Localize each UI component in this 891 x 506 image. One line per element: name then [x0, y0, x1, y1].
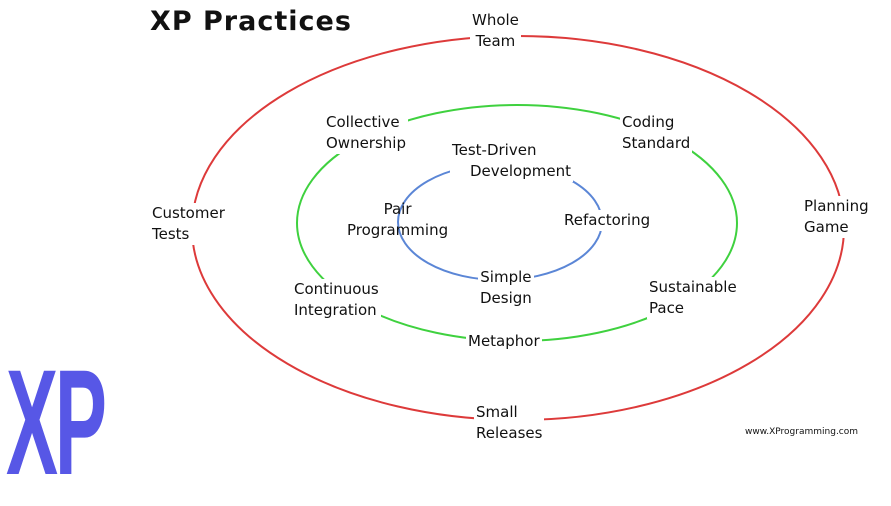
- practice-continuous-integration-line1: Continuous: [294, 280, 379, 298]
- practice-simple-design-line2: Design: [480, 289, 532, 307]
- practice-refactoring: Refactoring: [562, 210, 653, 231]
- diagram-title: XP Practices: [150, 6, 352, 37]
- practice-customer-tests-line2: Tests: [152, 225, 190, 243]
- practice-coding-standard-line1: Coding: [622, 113, 675, 131]
- practice-small-releases: Small Releases: [474, 402, 545, 444]
- practice-collective-ownership-line1: Collective: [326, 113, 400, 131]
- practice-simple-design-line1: Simple: [480, 268, 532, 286]
- practice-whole-team-line1: Whole: [472, 11, 519, 29]
- practice-collective-ownership-line2: Ownership: [326, 134, 406, 152]
- practice-planning-game-line1: Planning: [804, 197, 869, 215]
- practice-customer-tests: Customer Tests: [150, 203, 227, 245]
- practice-tdd-line2: Development: [470, 162, 571, 180]
- practice-customer-tests-line1: Customer: [152, 204, 225, 222]
- practice-coding-standard: Coding Standard: [620, 112, 693, 154]
- practice-continuous-integration-line2: Integration: [294, 301, 377, 319]
- xp-logo: XP: [6, 338, 107, 506]
- practice-pair-programming-line2: Programming: [347, 221, 449, 239]
- practice-simple-design: Simple Design: [478, 267, 534, 309]
- practice-planning-game: Planning Game: [802, 196, 871, 238]
- practice-sustainable-pace-line2: Pace: [649, 299, 685, 317]
- practice-small-releases-line1: Small: [476, 403, 518, 421]
- practice-test-driven-development: Test-Driven Development: [450, 140, 573, 182]
- practice-pair-programming: Pair Programming: [345, 199, 450, 241]
- practice-collective-ownership: Collective Ownership: [324, 112, 408, 154]
- credit-url: www.XProgramming.com: [745, 427, 859, 437]
- practice-whole-team: Whole Team: [470, 10, 521, 52]
- practice-sustainable-pace: Sustainable Pace: [647, 277, 739, 319]
- practice-coding-standard-line2: Standard: [622, 134, 691, 152]
- practice-continuous-integration: Continuous Integration: [292, 279, 381, 321]
- xp-practices-diagram: [191, 35, 845, 421]
- practice-sustainable-pace-line1: Sustainable: [649, 278, 737, 296]
- practice-tdd-line1: Test-Driven: [452, 141, 537, 159]
- practice-pair-programming-line1: Pair: [383, 200, 412, 218]
- practice-metaphor: Metaphor: [466, 331, 542, 352]
- outer-ring: [191, 35, 845, 421]
- practice-whole-team-line2: Team: [475, 32, 516, 50]
- practice-small-releases-line2: Releases: [476, 424, 543, 442]
- practice-planning-game-line2: Game: [804, 218, 849, 236]
